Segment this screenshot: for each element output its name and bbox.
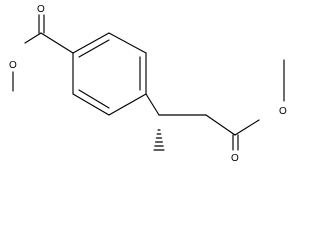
atom-label-o-top: O: [37, 4, 45, 15]
chemical-structure: O O O O: [9, 4, 287, 164]
bond-ring-to-stereocenter: [145, 93, 160, 116]
bond-ch2-to-carbonyl: [205, 114, 236, 136]
ring-inner-3: [78, 89, 110, 109]
bond-carbonyl-to-o-ether: [234, 119, 260, 136]
atom-label-o-bottom: O: [231, 153, 239, 164]
bond-lines: [12, 14, 285, 151]
bond-c-o-ether-left: [24, 32, 42, 44]
ring-bond-2: [108, 32, 147, 54]
ring-bond-4: [108, 93, 147, 116]
atom-label-o-left: O: [9, 60, 17, 71]
ring-inner-1: [78, 39, 110, 58]
stereo-hash-wedge: [153, 129, 165, 151]
bond-ester-to-ring: [40, 32, 74, 54]
ring-bond-5: [72, 93, 110, 116]
ring-bond-1: [72, 32, 110, 54]
atom-label-o-right: O: [279, 106, 287, 117]
